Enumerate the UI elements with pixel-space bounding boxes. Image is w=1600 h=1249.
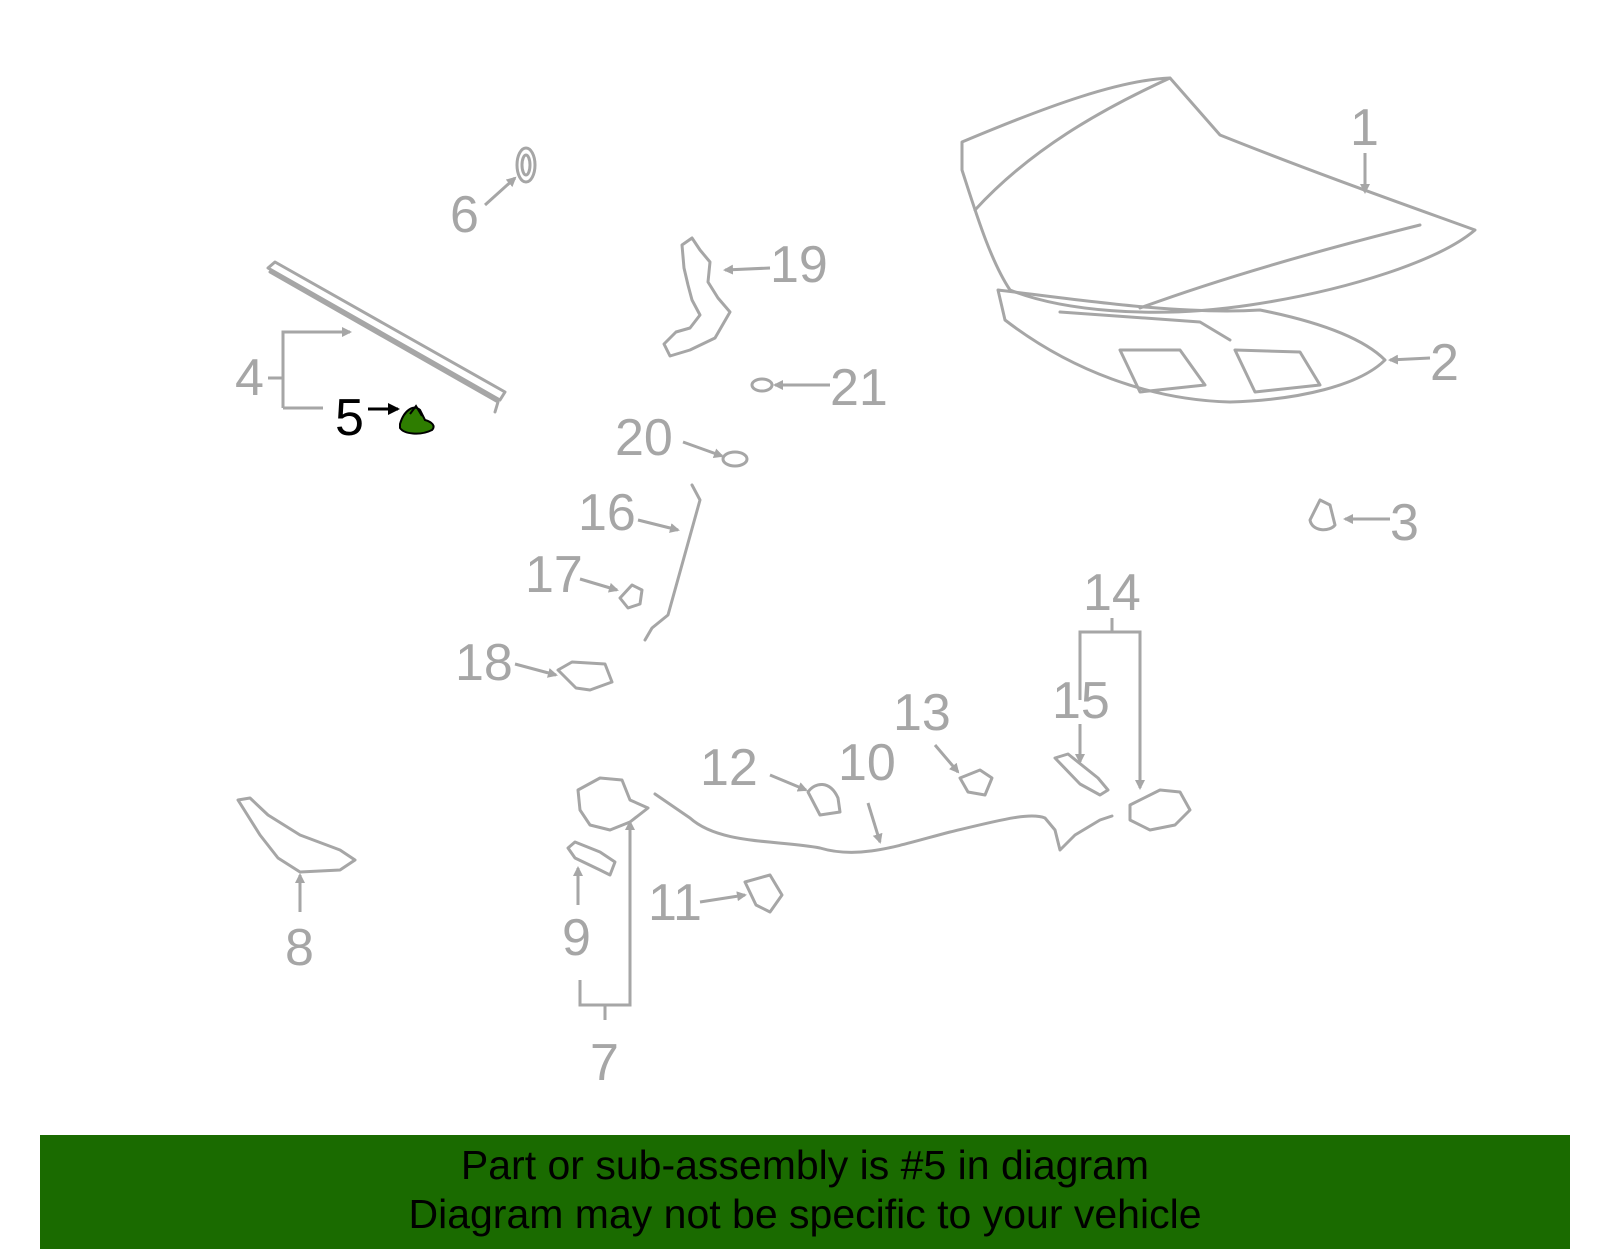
- callout-20[interactable]: 20: [615, 409, 673, 467]
- callout-9[interactable]: 9: [562, 909, 591, 967]
- spring-part-9: [566, 840, 617, 877]
- callout-15[interactable]: 15: [1052, 672, 1110, 730]
- callout-1[interactable]: 1: [1350, 99, 1379, 157]
- banner-line-disclaimer: Diagram may not be specific to your vehi…: [408, 1191, 1202, 1237]
- hinge-part-19: [662, 236, 732, 358]
- callout-21[interactable]: 21: [830, 359, 888, 417]
- callout-17[interactable]: 17: [525, 546, 583, 604]
- callout-4[interactable]: 4: [235, 349, 264, 407]
- grommet-part-21: [750, 377, 774, 393]
- callout-10[interactable]: 10: [838, 734, 896, 792]
- bracket-part-8: [236, 796, 357, 874]
- bumper-part-20: [721, 450, 749, 468]
- callout-18[interactable]: 18: [455, 634, 513, 692]
- callout-8[interactable]: 8: [285, 919, 314, 977]
- info-banner: Part or sub-assembly is #5 in diagram Di…: [40, 1135, 1570, 1249]
- callout-6[interactable]: 6: [450, 186, 479, 244]
- callout-12[interactable]: 12: [700, 739, 758, 797]
- banner-line-part: Part or sub-assembly is #5 in diagram: [460, 1142, 1150, 1188]
- callout-7[interactable]: 7: [590, 1034, 619, 1092]
- callout-16[interactable]: 16: [578, 484, 636, 542]
- clip-part-3: [1308, 498, 1337, 532]
- grommet-part-12: [806, 783, 842, 817]
- release-handle-part-14: [1128, 788, 1192, 832]
- grommet-part-17: [618, 583, 644, 610]
- lock-assembly-part-7: [576, 776, 650, 832]
- callout-11[interactable]: 11: [648, 874, 702, 932]
- callout-14[interactable]: 14: [1083, 564, 1141, 622]
- holder-part-18: [556, 660, 614, 692]
- clip-part-5: [399, 404, 435, 435]
- hood-seal-part-4: [266, 260, 507, 414]
- callout-13[interactable]: 13: [893, 684, 951, 742]
- bracket-part-11: [743, 873, 784, 914]
- callout-5[interactable]: 5: [335, 389, 364, 447]
- callout-2[interactable]: 2: [1430, 334, 1459, 392]
- release-cable-part-10: [653, 792, 1114, 854]
- hood-part: [960, 76, 1477, 314]
- grommet-part-6: [515, 146, 537, 184]
- leader-lines: [268, 153, 1431, 1020]
- grommet-inner-icon: [520, 153, 532, 177]
- support-rod-part-16: [643, 483, 702, 642]
- part-15: [1053, 752, 1110, 797]
- hood-inner-panel-part: [996, 288, 1387, 404]
- callout-3[interactable]: 3: [1390, 494, 1419, 552]
- callout-19[interactable]: 19: [770, 236, 828, 294]
- clip-part-13: [958, 768, 994, 797]
